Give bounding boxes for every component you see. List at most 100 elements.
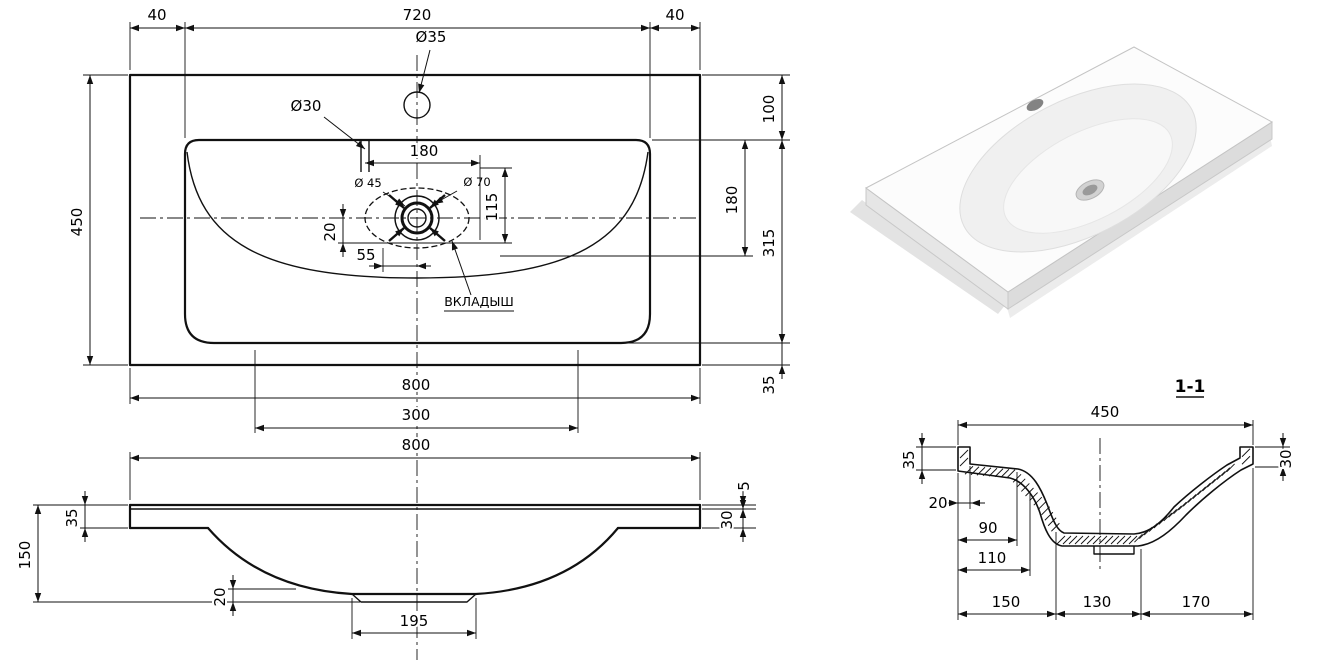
- dimension-arrow: [130, 454, 139, 462]
- insert-leader: [451, 240, 472, 296]
- hatch-tick: [1221, 467, 1231, 477]
- dimension-arrow: [691, 24, 700, 32]
- insert-label: ВКЛАДЫШ: [444, 294, 514, 309]
- hatch-tick: [988, 467, 998, 477]
- dimension-label: 35: [760, 375, 778, 394]
- dimension-label: 20: [928, 494, 947, 512]
- dimension-arrow: [1244, 610, 1253, 618]
- dimension-arrow: [255, 424, 264, 432]
- dimension-arrow: [1056, 610, 1065, 618]
- dimension-arrow: [1132, 610, 1141, 618]
- hatch-tick: [1241, 455, 1251, 465]
- hatch-tick: [1158, 516, 1168, 525]
- leader-arrow: [395, 228, 404, 237]
- hatch-tick: [1098, 535, 1108, 545]
- dimension-label: 35: [900, 450, 918, 469]
- dimension-label: 300: [402, 406, 431, 424]
- hatch-tick: [1012, 473, 1022, 483]
- dimension-arrow: [339, 209, 347, 218]
- hatch-tick: [1178, 501, 1187, 511]
- dimension-arrow: [339, 243, 347, 252]
- dimension-arrow: [958, 566, 967, 574]
- dimension-arrow: [1244, 421, 1253, 429]
- hatch-tick: [1092, 535, 1102, 545]
- dimension-arrow: [81, 496, 89, 505]
- dimension-arrow: [86, 356, 94, 365]
- dimension-label: 315: [760, 229, 778, 258]
- dimension-arrow: [1008, 536, 1017, 544]
- leader-arrow: [451, 241, 459, 251]
- dimension-label: 40: [147, 6, 166, 24]
- dimension-arrow: [1047, 610, 1056, 618]
- hatch-tick: [1216, 471, 1226, 480]
- overflow-diameter-label: Ø30: [291, 97, 322, 115]
- hatch-tick: [1128, 535, 1138, 545]
- dimension-label: 90: [978, 519, 997, 537]
- dimension-arrow: [971, 499, 980, 507]
- leader-arrow: [430, 228, 439, 237]
- hatch-tick: [1192, 490, 1202, 499]
- dimension-arrow: [778, 75, 786, 84]
- bowl-underside: [206, 526, 620, 596]
- hatch-tick: [1068, 535, 1078, 545]
- plan-basin-rim: [183, 138, 652, 345]
- hatch-tick: [1143, 526, 1153, 536]
- dimension-label: 170: [1182, 593, 1211, 611]
- hatch-tick: [1041, 506, 1050, 516]
- hatch-tick: [1139, 530, 1148, 539]
- hatch-tick: [1134, 533, 1143, 543]
- hatch-tick: [1016, 478, 1026, 488]
- dimension-arrow: [1279, 438, 1287, 447]
- hatch-tick: [1000, 468, 1010, 478]
- dimension-arrow: [741, 247, 749, 256]
- leader-arrow: [430, 199, 439, 208]
- dimension-label: 180: [723, 186, 741, 215]
- hatch-tick: [994, 468, 1004, 478]
- hatch-tick: [1163, 512, 1173, 522]
- section-view: 1-1: [957, 375, 1254, 555]
- dimension-label: 110: [978, 549, 1007, 567]
- front-view: [128, 503, 702, 603]
- dimension-arrow: [417, 262, 426, 270]
- dimension-label: 720: [403, 6, 432, 24]
- dimension-arrow: [778, 131, 786, 140]
- drain-outer-diameter-label: Ø 70: [463, 175, 490, 189]
- hatch-tick: [1037, 501, 1047, 511]
- hatch-tick: [1033, 496, 1043, 506]
- hatch-tick: [1025, 487, 1034, 497]
- leader-arrow: [395, 199, 404, 208]
- hatch-tick: [1086, 535, 1096, 545]
- dimension-arrow: [569, 424, 578, 432]
- dimension-arrow: [352, 629, 361, 637]
- hatch-tick: [1006, 469, 1016, 479]
- hatch-tick: [1226, 463, 1235, 473]
- hatch-tick: [959, 449, 969, 459]
- dimension-arrow: [365, 159, 374, 167]
- hatch-tick: [1122, 535, 1132, 545]
- plan-outer-outline: [128, 73, 702, 367]
- dimension-arrow: [691, 394, 700, 402]
- dimension-arrow: [501, 168, 509, 177]
- hatch-tick: [1148, 523, 1158, 532]
- dimension-arrow: [501, 234, 509, 243]
- hatch-tick: [964, 465, 974, 475]
- dimension-arrow: [185, 24, 194, 32]
- dimension-label: 195: [400, 612, 429, 630]
- dimension-label: 55: [356, 246, 375, 264]
- hatch-tick: [1211, 475, 1221, 484]
- hatch-tick: [1173, 505, 1182, 515]
- dimension-label: 40: [665, 6, 684, 24]
- dimension-label: 450: [68, 208, 86, 237]
- dimension-arrow: [34, 593, 42, 602]
- hatch-tick: [1062, 535, 1072, 545]
- hatch-tick: [1187, 494, 1197, 503]
- dimension-arrow: [641, 24, 650, 32]
- photo-shadow: [850, 200, 1006, 314]
- hatch-tick: [1116, 535, 1126, 545]
- dimension-arrow: [467, 629, 476, 637]
- dimension-label: 130: [1083, 593, 1112, 611]
- hatch-tick: [1074, 535, 1084, 545]
- sink-basin-bottom: [1003, 118, 1173, 234]
- dimension-arrow: [130, 24, 139, 32]
